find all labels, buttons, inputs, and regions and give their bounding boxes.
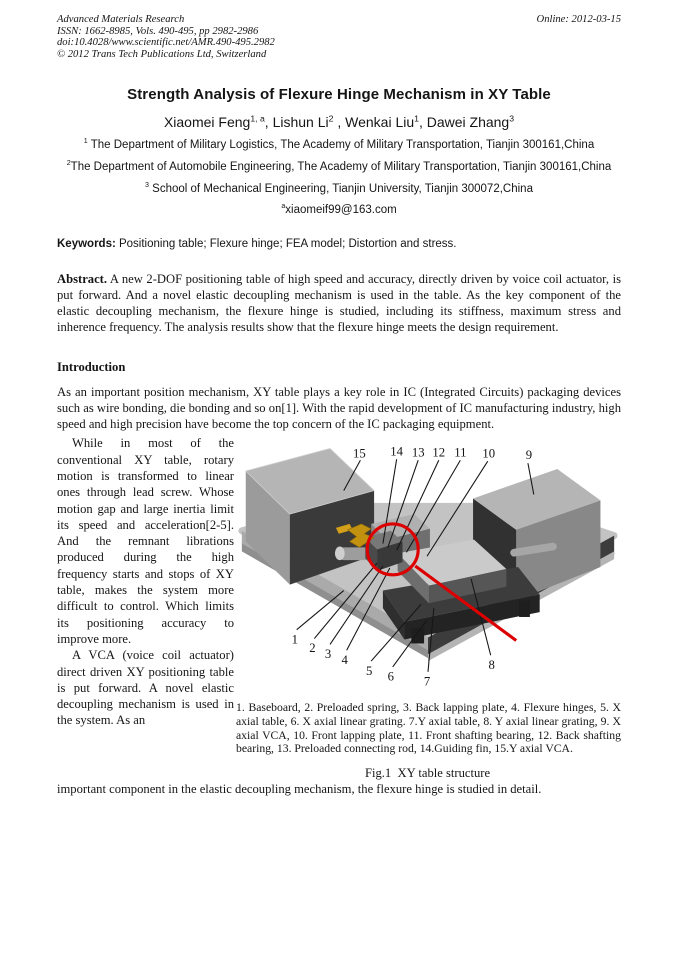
author-2-sup: 2 [328,113,334,124]
affiliation-1-text: The Department of Military Logistics, Th… [87,139,595,152]
xy-table-figure: 15 14 13 12 11 10 9 1 2 3 4 5 6 7 [238,445,618,689]
journal-doi: doi:10.4028/www.scientific.net/AMR.490-4… [57,37,275,49]
figure-label-7: 7 [424,675,430,689]
left-text-column: While in most of the conventional XY tab… [57,435,234,781]
figure-label-12: 12 [432,446,445,460]
journal-name: Advanced Materials Research [57,14,185,25]
email-text: xiaomeif99@163.com [285,204,397,217]
author-4: , Dawei Zhang [418,114,510,131]
figure-label-2: 2 [309,642,315,656]
affiliation-1: 1 The Department of Military Logistics, … [65,138,613,152]
affiliation-3-text: School of Mechanical Engineering, Tianji… [148,183,533,196]
affiliation-3-sup: 3 [145,181,149,190]
figure-labels: 15 14 13 12 11 10 9 1 2 3 4 5 6 7 [292,445,533,689]
author-2: , Lishun Li [264,114,329,131]
journal-issn: ISSN: 1662-8985, Vols. 490-495, pp 2982-… [57,25,259,37]
author-4-sup: 3 [509,113,515,124]
abstract: Abstract. A new 2-DOF positioning table … [57,271,621,335]
intro-paragraph-1: As an important position mechanism, XY t… [57,385,621,432]
author-3: , Wenkai Liu [333,114,415,131]
figure-label-10: 10 [482,447,495,461]
author-1-sup: 1, a [250,113,265,124]
intro-paragraph-2: While in most of the conventional XY tab… [57,436,234,646]
abstract-label: Abstract. [57,272,108,287]
keywords-text: Positioning table; Flexure hinge; FEA mo… [115,238,457,251]
highlight-circle [365,522,420,577]
figure-label-3: 3 [325,648,331,662]
journal-copyright: © 2012 Trans Tech Publications Ltd, Swit… [57,48,267,60]
author-email: axiaomeif99@163.com [57,202,621,217]
keywords-line: Keywords: Positioning table; Flexure hin… [57,238,621,250]
affiliation-1-sup: 1 [83,137,88,146]
author-1: Xiaomei Feng [163,114,251,131]
online-date: Online: 2012-03-15 [536,14,621,25]
figure-label-15: 15 [353,447,366,461]
author-line: Xiaomei Feng1, a, Lishun Li2 , Wenkai Li… [57,114,621,130]
figure-column: 15 14 13 12 11 10 9 1 2 3 4 5 6 7 [234,435,621,781]
y-axial-vca-box [244,448,375,586]
email-sup: a [281,202,286,211]
keywords-label: Keywords: [57,238,116,251]
figure-label-1: 1 [292,633,298,647]
paper-title: Strength Analysis of Flexure Hinge Mecha… [127,86,551,104]
journal-info: Advanced Materials Research ISSN: 1662-8… [57,14,275,60]
figure-label-9: 9 [526,449,532,463]
figure-1: 15 14 13 12 11 10 9 1 2 3 4 5 6 7 [234,435,621,701]
figure-caption: Fig.1 XY table structure [364,766,491,781]
figure-label-14: 14 [390,445,403,459]
xy-stage-shape [382,539,540,644]
affiliation-3: 3 School of Mechanical Engineering, Tian… [65,182,613,196]
figure-label-5: 5 [366,664,372,678]
figure-parts-list: 1. Baseboard, 2. Preloaded spring, 3. Ba… [236,701,621,756]
figure-label-13: 13 [412,446,425,460]
x-axial-vca-box [473,469,601,601]
journal-header: Advanced Materials Research ISSN: 1662-8… [57,14,621,60]
abstract-text: A new 2-DOF positioning table of high sp… [57,272,621,335]
intro-paragraph-3: A VCA (voice coil actuator) direct drive… [57,648,234,728]
connecting-rod-shape [510,543,557,557]
figure-label-8: 8 [488,658,494,672]
author-3-sup: 1 [414,113,419,124]
affiliation-2: 2The Department of Automobile Engineerin… [65,160,613,174]
figure-label-11: 11 [454,446,466,460]
figure-label-4: 4 [342,653,349,667]
figure-label-6: 6 [388,670,394,684]
two-column-region: While in most of the conventional XY tab… [57,435,621,781]
affiliation-2-sup: 2 [66,159,71,168]
section-heading-introduction: Introduction [57,360,126,375]
intro-paragraph-4: important component in the elastic decou… [57,782,542,797]
highlight-leader-line [414,565,518,643]
affiliation-2-text: The Department of Automobile Engineering… [70,161,612,174]
